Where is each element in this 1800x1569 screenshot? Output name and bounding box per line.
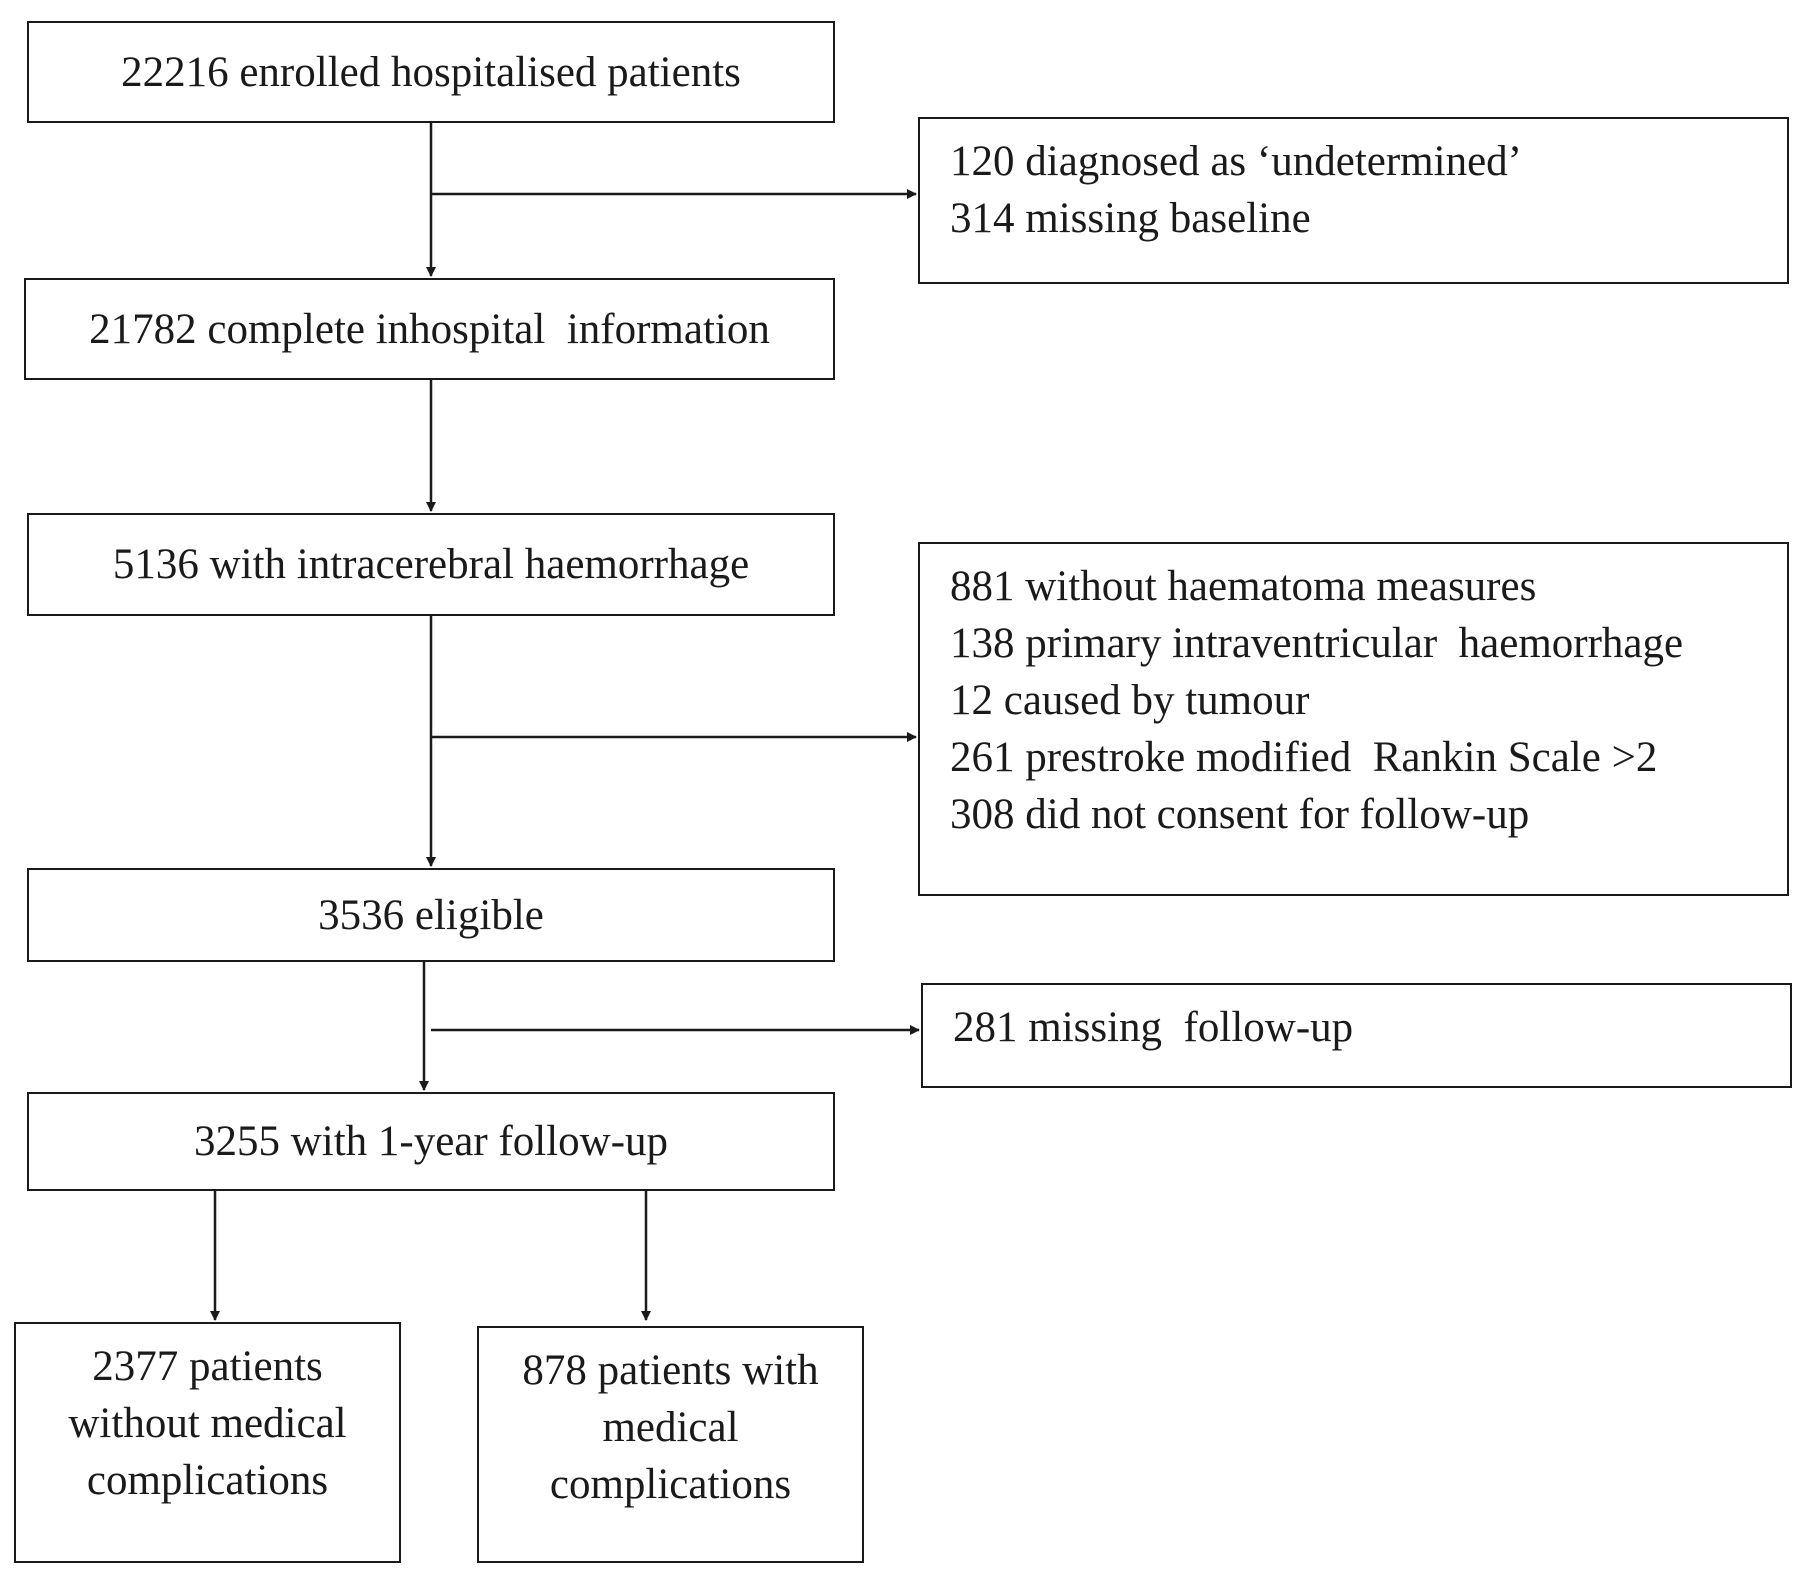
box-exclusion-missing-follow-up: 281 missing follow-up: [921, 983, 1792, 1088]
box-exclusion-haematoma: 881 without haematoma measures 138 prima…: [918, 542, 1789, 896]
box-with-complications: 878 patients with medical complications: [477, 1326, 864, 1563]
exclusion-line: 138 primary intraventricular haemorrhage: [950, 620, 1684, 667]
box-intracerebral-haemorrhage: 5136 with intracerebral haemorrhage: [27, 513, 835, 616]
outcome-line: without medical: [68, 1400, 347, 1447]
box-enrolled: 22216 enrolled hospitalised patients: [27, 21, 835, 123]
outcome-line: medical: [602, 1404, 739, 1451]
exclusion-line: 314 missing baseline: [950, 195, 1311, 242]
exclusion-line: 308 did not consent for follow-up: [950, 791, 1530, 838]
exclusion-line: 12 caused by tumour: [950, 677, 1310, 724]
box-eligible-text: 3536 eligible: [318, 891, 544, 939]
outcome-line: 878 patients with: [522, 1347, 819, 1394]
exclusion-line: 881 without haematoma measures: [950, 563, 1537, 610]
box-without-complications: 2377 patients without medical complicati…: [14, 1322, 401, 1563]
exclusion-line: 261 prestroke modified Rankin Scale >2: [950, 734, 1658, 781]
outcome-line: complications: [549, 1461, 792, 1508]
box-complete-information: 21782 complete inhospital information: [24, 278, 835, 380]
box-exclusion-undetermined: 120 diagnosed as ‘undetermined’ 314 miss…: [918, 117, 1789, 284]
exclusion-line: 120 diagnosed as ‘undetermined’: [950, 138, 1522, 185]
box-one-year-follow-up: 3255 with 1-year follow-up: [27, 1092, 835, 1191]
exclusion-line: 281 missing follow-up: [953, 1004, 1354, 1051]
box-complete-information-text: 21782 complete inhospital information: [89, 305, 770, 353]
box-one-year-follow-up-text: 3255 with 1-year follow-up: [193, 1118, 669, 1165]
outcome-line: 2377 patients: [92, 1343, 323, 1390]
box-intracerebral-haemorrhage-text: 5136 with intracerebral haemorrhage: [112, 541, 750, 588]
box-eligible: 3536 eligible: [27, 868, 835, 962]
outcome-line: complications: [86, 1457, 329, 1504]
box-enrolled-text: 22216 enrolled hospitalised patients: [121, 48, 741, 96]
